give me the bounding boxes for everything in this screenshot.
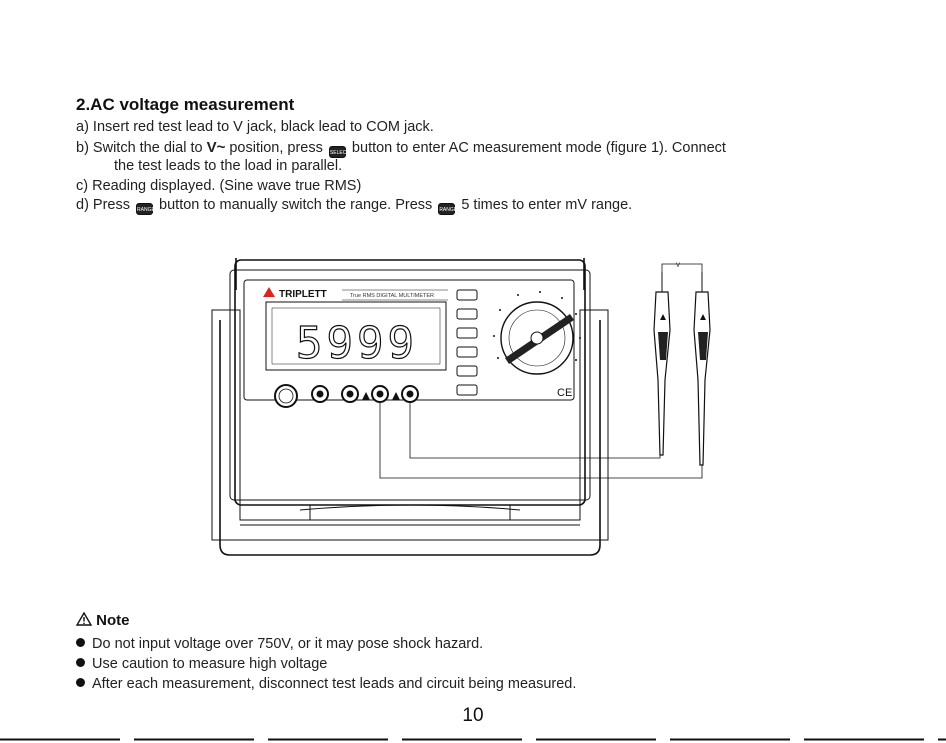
bullet-icon: [76, 638, 85, 647]
step-b-post: button to enter AC measurement mode (fig…: [347, 140, 726, 156]
triplett-logo-icon: [263, 287, 275, 297]
step-d-pre: d) Press: [76, 197, 135, 213]
step-b-pre: b) Switch the dial to: [76, 140, 207, 156]
bullet-icon: [76, 678, 85, 687]
note-heading: Note: [75, 611, 130, 629]
step-a: a) Insert red test lead to V jack, black…: [76, 119, 434, 135]
step-d: d) Press RANGE button to manually switch…: [76, 196, 632, 215]
bullet-icon: [76, 658, 85, 667]
lcd-reading: 5999: [296, 318, 418, 369]
footer-dashed-rule: [0, 738, 946, 741]
probe-voltage-label: V: [676, 263, 680, 269]
input-jacks: [311, 385, 419, 403]
multimeter-figure: TRIPLETT True RMS DIGITAL MULTIMETER 599…: [211, 258, 711, 556]
note-item-text: Use caution to measure high voltage: [92, 656, 328, 672]
warning-triangle-icon: [75, 611, 93, 626]
step-b: b) Switch the dial to V~ position, press…: [76, 138, 726, 158]
section-title: 2.AC voltage measurement: [76, 95, 295, 114]
note-item: Use caution to measure high voltage: [76, 655, 327, 674]
meter-brand: TRIPLETT: [279, 289, 327, 300]
select-button-icon: SELECT: [328, 146, 349, 158]
power-knob: [274, 384, 298, 408]
lcd-display: [265, 301, 447, 371]
step-d-mid: button to manually switch the range. Pre…: [155, 197, 437, 213]
step-c: c) Reading displayed. (Sine wave true RM…: [76, 178, 362, 194]
note-item: After each measurement, disconnect test …: [76, 675, 576, 694]
step-b-mid: position, press: [225, 140, 327, 156]
range-button-icon-2: RANGE: [438, 203, 457, 215]
step-d-post: 5 times to enter mV range.: [457, 197, 633, 213]
meter-key-column: [456, 289, 478, 396]
note-item-text: Do not input voltage over 750V, or it ma…: [92, 636, 484, 652]
step-b-continued: the test leads to the load in parallel.: [114, 158, 343, 174]
note-item-text: After each measurement, disconnect test …: [92, 676, 577, 692]
meter-model-text: True RMS DIGITAL MULTIMETER: [350, 293, 434, 299]
page-number: 10: [462, 705, 484, 726]
v-ac-symbol-icon: V~: [206, 139, 226, 156]
note-title: Note: [96, 612, 130, 629]
test-probes: V: [653, 263, 711, 466]
ce-mark: CE: [557, 387, 572, 399]
range-button-icon: RANGE: [136, 203, 155, 215]
note-item: Do not input voltage over 750V, or it ma…: [76, 635, 483, 654]
